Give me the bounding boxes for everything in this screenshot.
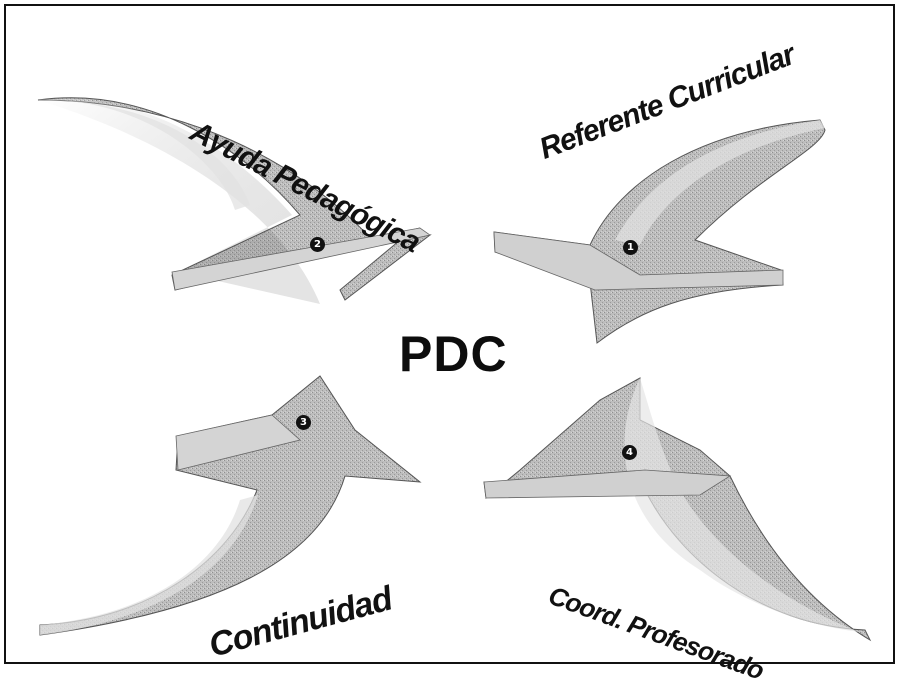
step-badge-1: 1: [623, 240, 638, 255]
step-badge-2: 2: [310, 237, 325, 252]
step-badge-3: 3: [296, 415, 311, 430]
step-badge-4: 4: [622, 445, 637, 460]
arrow-bottom-right: [484, 378, 870, 640]
center-label-pdc: PDC: [399, 325, 508, 383]
arrow-top-left: [38, 98, 430, 304]
